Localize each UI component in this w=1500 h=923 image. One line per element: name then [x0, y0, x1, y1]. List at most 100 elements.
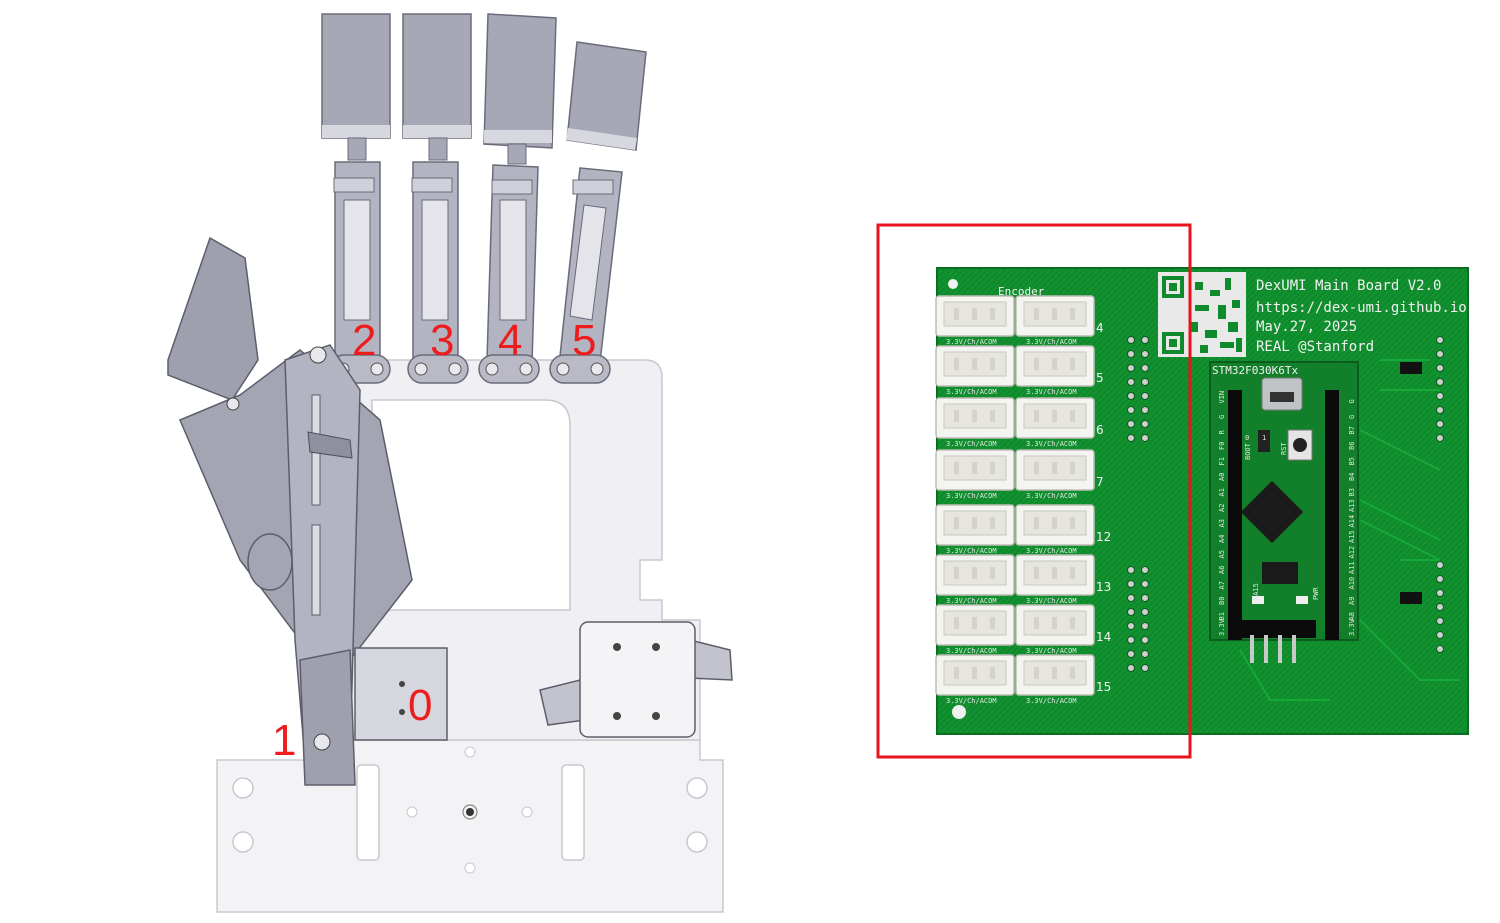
connector-label: 3.3V/Ch/ACOM	[946, 440, 997, 448]
connector-label: 3.3V/Ch/ACOM	[1026, 492, 1077, 500]
joint-label-3: 3	[430, 316, 454, 365]
pin-label: A8	[1348, 612, 1356, 620]
pin-label: B1	[1218, 612, 1226, 620]
connector-label: 3.3V/Ch/ACOM	[946, 697, 997, 705]
connector-label: 3.3V/Ch/ACOM	[1026, 388, 1077, 396]
jst-connector: 3.3V/Ch/ACOM	[935, 654, 1015, 705]
header-hole	[1436, 350, 1444, 358]
header-hole	[1127, 434, 1135, 442]
rst-label: RST	[1280, 442, 1288, 455]
header-hole	[1127, 608, 1135, 616]
header-hole	[1127, 364, 1135, 372]
jst-connector: 3.3V/Ch/ACOM	[1015, 554, 1095, 605]
header-hole	[1436, 617, 1444, 625]
header-hole	[1436, 406, 1444, 414]
header-hole	[1141, 406, 1149, 414]
header-hole	[1127, 336, 1135, 344]
boot-label: BOOT	[1244, 442, 1252, 460]
jst-connector: 3.3V/Ch/ACOM	[1015, 504, 1095, 555]
board-title: DexUMI Main Board V2.0	[1256, 278, 1441, 294]
pin-label: A14	[1348, 515, 1356, 528]
header-hole	[1141, 608, 1149, 616]
header-hole	[1127, 406, 1135, 414]
pwr-label: PWR	[1312, 587, 1320, 600]
pin-label: B5	[1348, 457, 1356, 465]
pin-label: A1	[1218, 488, 1226, 496]
jst-connector: 3.3V/Ch/ACOM	[935, 554, 1015, 605]
connector-label: 3.3V/Ch/ACOM	[1026, 547, 1077, 555]
header-holes	[1127, 336, 1444, 672]
boot-1-label: 1	[1262, 434, 1266, 442]
connector-label: 3.3V/Ch/ACOM	[1026, 338, 1077, 346]
header-hole	[1141, 664, 1149, 672]
jst-connector: 3.3V/Ch/ACOM	[935, 504, 1015, 555]
pin-label: A5	[1218, 550, 1226, 558]
pcb-traces	[1239, 359, 1460, 701]
jst-connector: 3.3V/Ch/ACOM	[935, 345, 1015, 396]
header-hole	[1127, 378, 1135, 386]
finger-2	[321, 13, 391, 363]
header-hole	[1141, 350, 1149, 358]
header-hole	[1141, 636, 1149, 644]
header-hole	[1436, 364, 1444, 372]
header-hole	[1436, 392, 1444, 400]
connector-label: 3.3V/Ch/ACOM	[946, 597, 997, 605]
jst-connector: 3.3V/Ch/ACOM	[935, 449, 1015, 500]
joint-label-2: 2	[352, 316, 376, 365]
hand-mechanism: 2 3 4 5 0 1	[167, 13, 733, 913]
pin-label: F0	[1218, 442, 1226, 450]
header-hole	[1436, 336, 1444, 344]
joint-label-1: 1	[272, 716, 296, 765]
jst-connector: 3.3V/Ch/ACOM	[1015, 345, 1095, 396]
header-hole	[1436, 603, 1444, 611]
connector-number: 13	[1096, 580, 1111, 594]
pin-label: VIN	[1218, 391, 1226, 404]
pin-label: R	[1218, 430, 1226, 435]
mcu-module: STM32F030K6Tx BOOT RST PA15 PWR 0 1	[1209, 361, 1359, 663]
highlight-box	[876, 223, 1192, 759]
connector-label: 3.3V/Ch/ACOM	[946, 338, 997, 346]
pin-label: A9	[1348, 597, 1356, 605]
connector-label: 3.3V/Ch/ACOM	[946, 492, 997, 500]
board-url: https://dex-umi.github.io	[1256, 300, 1467, 316]
boot-0-label: 0	[1245, 434, 1249, 442]
pin-label: B6	[1348, 442, 1356, 450]
pin-label: B7	[1348, 426, 1356, 434]
header-hole	[1141, 420, 1149, 428]
header-hole	[1127, 580, 1135, 588]
jst-connector: 3.3V/Ch/ACOM	[935, 604, 1015, 655]
pin-label: A10	[1348, 577, 1356, 590]
pin-label: A11	[1348, 561, 1356, 574]
header-hole	[1127, 420, 1135, 428]
connector-number: 15	[1096, 680, 1111, 694]
pin-label: A6	[1218, 566, 1226, 574]
connector-label: 3.3V/Ch/ACOM	[946, 647, 997, 655]
pin-label: B0	[1218, 597, 1226, 605]
pcb-board: DexUMI Main Board V2.0 https://dex-umi.g…	[935, 267, 1469, 735]
jst-connector: 3.3V/Ch/ACOM	[935, 295, 1015, 346]
pin-label: 3.3V	[1348, 618, 1356, 636]
joint-label-0: 0	[408, 681, 432, 730]
header-hole	[1141, 378, 1149, 386]
header-hole	[1127, 636, 1135, 644]
connector-label: 3.3V/Ch/ACOM	[946, 547, 997, 555]
thumb-assembly	[167, 236, 448, 786]
pcb-slot	[1400, 362, 1422, 374]
connector-number: 7	[1096, 475, 1104, 489]
mcu-label: STM32F030K6Tx	[1212, 364, 1298, 377]
sensor-block	[539, 621, 733, 738]
connector-number: 12	[1096, 530, 1111, 544]
pin-label: G	[1348, 415, 1356, 419]
pcb-slot	[1400, 592, 1422, 604]
pin-label: A13	[1348, 499, 1356, 512]
connector-number: 6	[1096, 423, 1104, 437]
header-hole	[1141, 650, 1149, 658]
header-hole	[1436, 434, 1444, 442]
pin-label: G	[1218, 415, 1226, 419]
header-hole	[1436, 561, 1444, 569]
pin-label: A15	[1348, 530, 1356, 543]
pin-label: A4	[1218, 535, 1226, 543]
pin-label: 3.3V	[1218, 618, 1226, 636]
board-lab: REAL @Stanford	[1256, 339, 1374, 355]
pin-label: B3	[1348, 488, 1356, 496]
